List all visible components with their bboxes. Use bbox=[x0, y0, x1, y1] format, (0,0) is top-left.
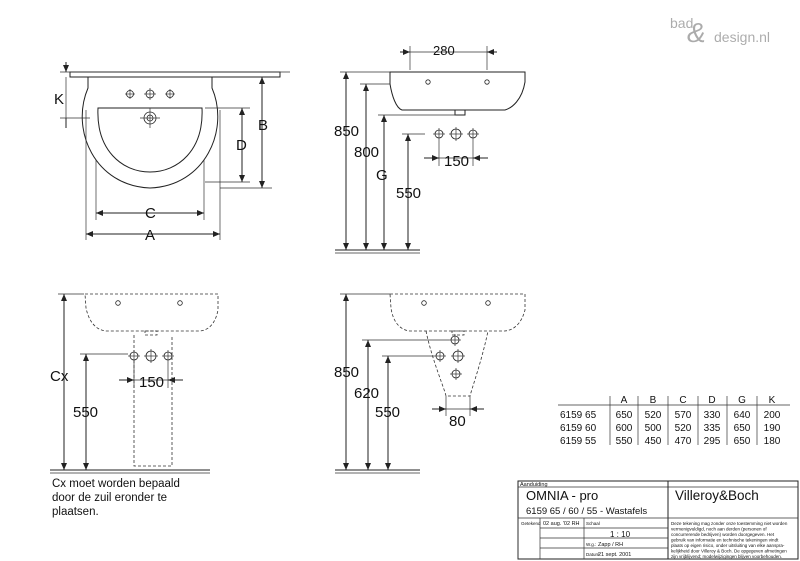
front-view-column: Cx 550 150 bbox=[50, 293, 219, 474]
basin-outline-top bbox=[81, 77, 219, 189]
table-header-C: C bbox=[679, 395, 686, 406]
dim-800-side: 800 bbox=[354, 144, 379, 161]
title-subtitle: 6159 65 / 60 / 55 - Wastafels bbox=[526, 506, 647, 517]
dim-Cx: Cx bbox=[50, 368, 69, 385]
supply-holes-side bbox=[433, 127, 479, 141]
svg-text:6159 55: 6159 55 bbox=[560, 436, 597, 447]
svg-text:650: 650 bbox=[616, 410, 633, 421]
dim-150-side: 150 bbox=[444, 153, 469, 170]
dim-850-pedestal: 850 bbox=[334, 364, 359, 381]
svg-text:180: 180 bbox=[764, 436, 781, 447]
supply-holes-pedestal bbox=[434, 334, 465, 380]
svg-text:concurrerende bedrijven) worde: concurrerende bedrijven) worden doorgege… bbox=[671, 532, 775, 537]
dim-550-column: 550 bbox=[73, 404, 98, 421]
watermark-text-right: design.nl bbox=[714, 29, 770, 45]
svg-text:plaats op eigen risico, onder: plaats op eigen risico, onder uitsluitin… bbox=[671, 543, 785, 548]
disclaimer-text: Deze tekening mag zonder onze toestemmin… bbox=[671, 521, 788, 559]
table-row: 6159 55 550 450 470 295 650 180 bbox=[560, 436, 781, 447]
watermark-logo: bad & design.nl bbox=[670, 15, 770, 48]
dim-550-pedestal: 550 bbox=[375, 404, 400, 421]
svg-text:650: 650 bbox=[734, 423, 751, 434]
svg-text:6159 65: 6159 65 bbox=[560, 410, 597, 421]
svg-text:190: 190 bbox=[764, 423, 781, 434]
brand-name: Villeroy&Boch bbox=[675, 488, 759, 503]
dim-label-C: C bbox=[145, 205, 156, 222]
svg-text:640: 640 bbox=[734, 410, 751, 421]
value-wg: Zapp / RH bbox=[598, 542, 623, 548]
svg-text:450: 450 bbox=[645, 436, 662, 447]
title-label-aanduiding: Aanduiding bbox=[520, 482, 548, 488]
title-block: Aanduiding OMNIA - pro 6159 65 / 60 / 55… bbox=[517, 480, 799, 560]
svg-text:Deze tekening mag zonder onze: Deze tekening mag zonder onze toestemmin… bbox=[671, 521, 788, 526]
dim-label-D: D bbox=[236, 137, 247, 154]
svg-text:kelijkheid door Villeroy & Boc: kelijkheid door Villeroy & Boch. De opge… bbox=[671, 549, 787, 554]
watermark-ampersand: & bbox=[687, 17, 706, 48]
label-wg: W.g.: bbox=[586, 542, 596, 547]
table-header-G: G bbox=[738, 395, 746, 406]
svg-text:550: 550 bbox=[616, 436, 633, 447]
note-line-1: Cx moet worden bepaald bbox=[52, 478, 180, 490]
label-datum: Datum: bbox=[586, 552, 601, 557]
value-getekend: 02 aug. '02 RH bbox=[543, 521, 580, 527]
dimension-table: A B C D G K 6159 65 650 520 570 330 640 … bbox=[558, 395, 790, 447]
svg-text:295: 295 bbox=[704, 436, 721, 447]
dim-80-pedestal: 80 bbox=[449, 413, 466, 430]
dim-label-A: A bbox=[145, 227, 155, 244]
top-view: K B D C A bbox=[54, 62, 290, 244]
note-line-2: door de zuil eronder te bbox=[52, 492, 167, 504]
svg-text:gebruik van informatie en tech: gebruik van informatie en technische tek… bbox=[671, 538, 779, 543]
svg-text:470: 470 bbox=[675, 436, 692, 447]
table-row: 6159 60 600 500 520 335 650 190 bbox=[560, 423, 781, 434]
dim-280: 280 bbox=[433, 43, 455, 58]
title-product: OMNIA - pro bbox=[526, 488, 598, 503]
svg-text:520: 520 bbox=[675, 423, 692, 434]
svg-text:335: 335 bbox=[704, 423, 721, 434]
dim-label-K: K bbox=[54, 91, 64, 108]
dim-150-column: 150 bbox=[139, 374, 164, 391]
svg-text:520: 520 bbox=[645, 410, 662, 421]
wall-strip bbox=[69, 71, 281, 78]
table-header-A: A bbox=[621, 395, 628, 406]
value-datum: 21 sept. 2001 bbox=[598, 552, 631, 558]
svg-text:650: 650 bbox=[734, 436, 751, 447]
dim-850-side: 850 bbox=[334, 123, 359, 140]
svg-text:200: 200 bbox=[764, 410, 781, 421]
pedestal-dashed bbox=[425, 330, 489, 397]
dim-550-side: 550 bbox=[396, 185, 421, 202]
installation-note: Cx moet worden bepaald door de zuil eron… bbox=[52, 478, 180, 518]
svg-text:zijn vrijblijvend; modelwijzig: zijn vrijblijvend; modelwijzigingen blij… bbox=[671, 554, 782, 559]
dim-620-pedestal: 620 bbox=[354, 385, 379, 402]
svg-text:500: 500 bbox=[645, 423, 662, 434]
label-getekend: Getekend bbox=[521, 521, 541, 526]
watermark-text-left: bad bbox=[670, 15, 693, 31]
note-line-3: plaatsen. bbox=[52, 506, 99, 518]
basin-side bbox=[389, 71, 526, 111]
svg-text:6159 60: 6159 60 bbox=[560, 423, 597, 434]
svg-text:600: 600 bbox=[616, 423, 633, 434]
supply-holes-column bbox=[128, 349, 174, 363]
table-header-D: D bbox=[708, 395, 715, 406]
dim-label-B: B bbox=[258, 117, 268, 134]
basin-front-dashed bbox=[84, 293, 219, 332]
value-schaal: 1 : 10 bbox=[610, 530, 631, 539]
side-view: 280 850 800 G 550 150 bbox=[334, 43, 526, 254]
tap-holes-top bbox=[125, 88, 175, 100]
table-header-B: B bbox=[650, 395, 657, 406]
svg-text:vermenigvuldigd, noch aan derd: vermenigvuldigd, noch aan derden (person… bbox=[671, 527, 767, 532]
dim-G-side: G bbox=[376, 167, 388, 184]
front-view-pedestal: 850 620 550 80 bbox=[334, 293, 526, 474]
svg-text:330: 330 bbox=[704, 410, 721, 421]
table-row: 6159 65 650 520 570 330 640 200 bbox=[560, 410, 781, 421]
label-schaal: Schaal bbox=[586, 521, 600, 526]
svg-text:570: 570 bbox=[675, 410, 692, 421]
basin-pedestal-dashed bbox=[389, 293, 526, 332]
table-header-K: K bbox=[769, 395, 776, 406]
basin-bowl-top bbox=[97, 107, 203, 173]
column-dashed bbox=[133, 335, 173, 467]
